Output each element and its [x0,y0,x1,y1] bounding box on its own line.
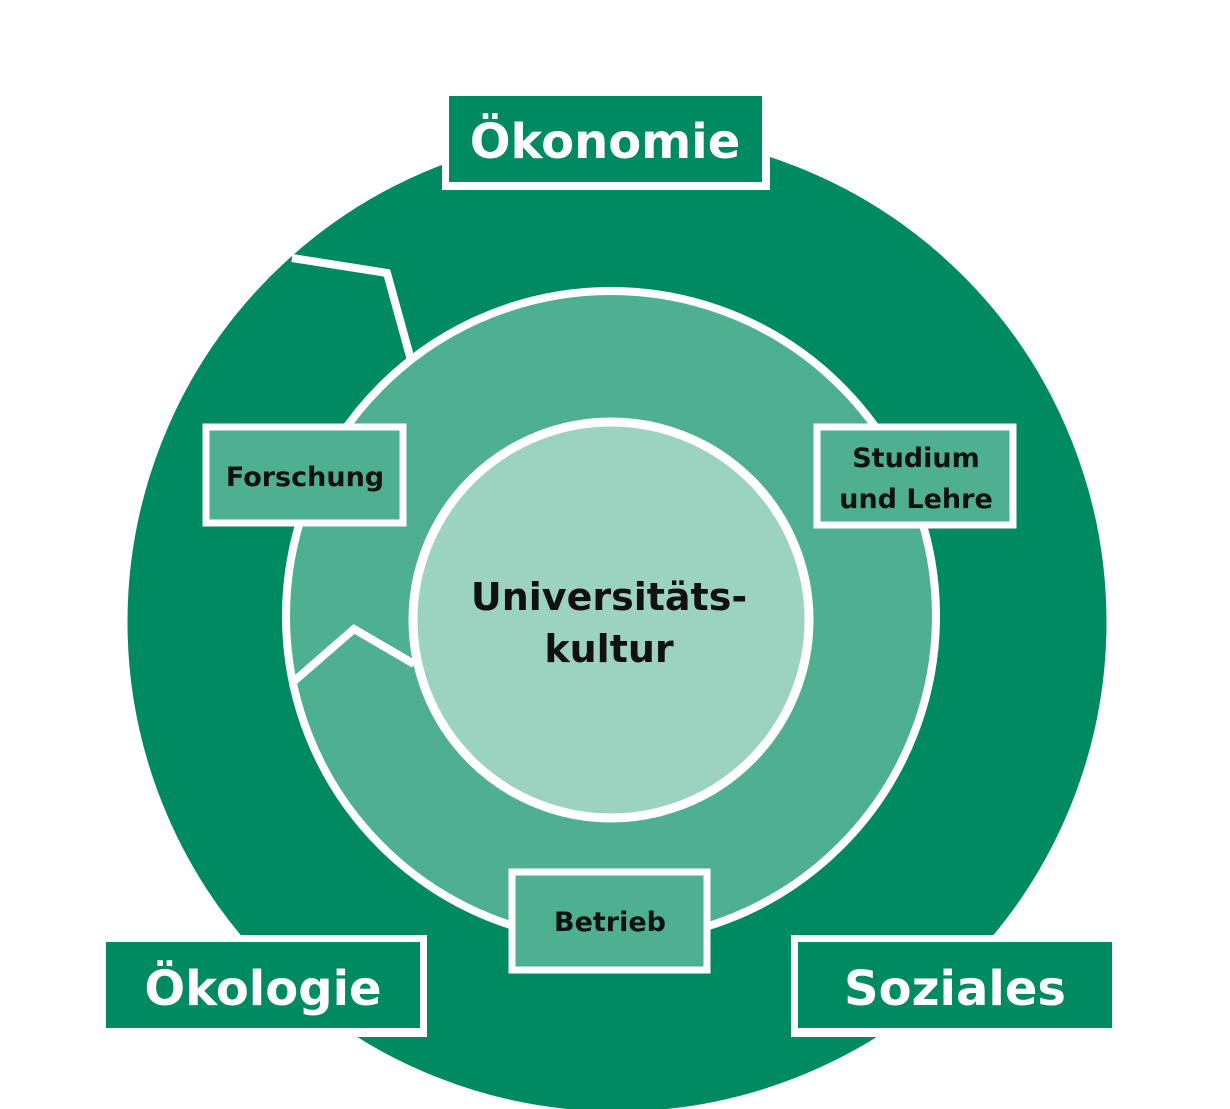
soziales-label: Soziales [844,961,1066,1017]
oekonomie-box [449,96,762,182]
soziales-box [798,942,1112,1028]
studium-label-line1: Studium [852,443,980,474]
betrieb-box [508,868,711,974]
center-label-line1: Universitäts- [471,575,747,619]
forschung-label: Forschung [226,462,384,493]
studium-label-line2: und Lehre [839,484,993,515]
outer-divider-line [291,254,415,362]
middle-divider-line [289,624,417,687]
oekologie-label: Ökologie [144,960,381,1017]
betrieb-label: Betrieb [554,907,666,938]
oekonomie-label: Ökonomie [470,113,741,170]
studium-lehre-box [813,423,1017,529]
center-label-line2: kultur [544,627,674,671]
forschung-box [202,423,407,527]
oekologie-box [106,942,420,1028]
inner-circle [408,417,814,823]
